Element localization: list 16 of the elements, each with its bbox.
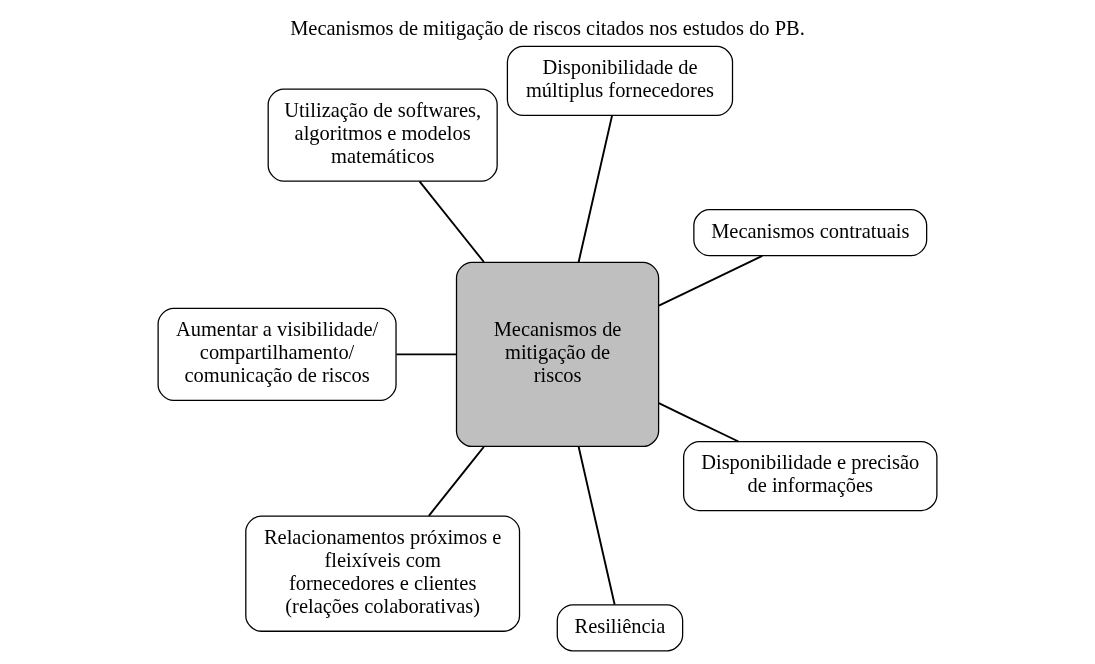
- connector: [657, 402, 740, 443]
- connector: [418, 180, 485, 263]
- node-box: Relacionamentos próximos e fleixíveis com fornecedores e clientes (relações colaborativas): [245, 515, 521, 632]
- node-box: Disponibilidade de múltiplus fornecedores: [506, 45, 734, 117]
- node-box: Mecanismos de mitigação de riscos: [455, 261, 660, 448]
- connector: [577, 114, 613, 264]
- connector: [657, 254, 764, 307]
- node-box: Utilização de softwares, algoritmos e modelos matemáticos: [267, 88, 498, 182]
- connector: [427, 445, 485, 517]
- node-box: Disponibilidade e precisão de informações: [683, 440, 938, 512]
- node-box: Aumentar a visibilidade/ compartilhamento/ comunicação de riscos: [157, 307, 397, 402]
- node-box: Resiliência: [556, 604, 684, 652]
- connector: [577, 445, 616, 606]
- connector: [395, 353, 458, 356]
- diagram-title: Mecanismos de mitigação de riscos citados nos estudos do PB.: [290, 16, 805, 39]
- node-box: Mecanismos contratuais: [693, 209, 928, 257]
